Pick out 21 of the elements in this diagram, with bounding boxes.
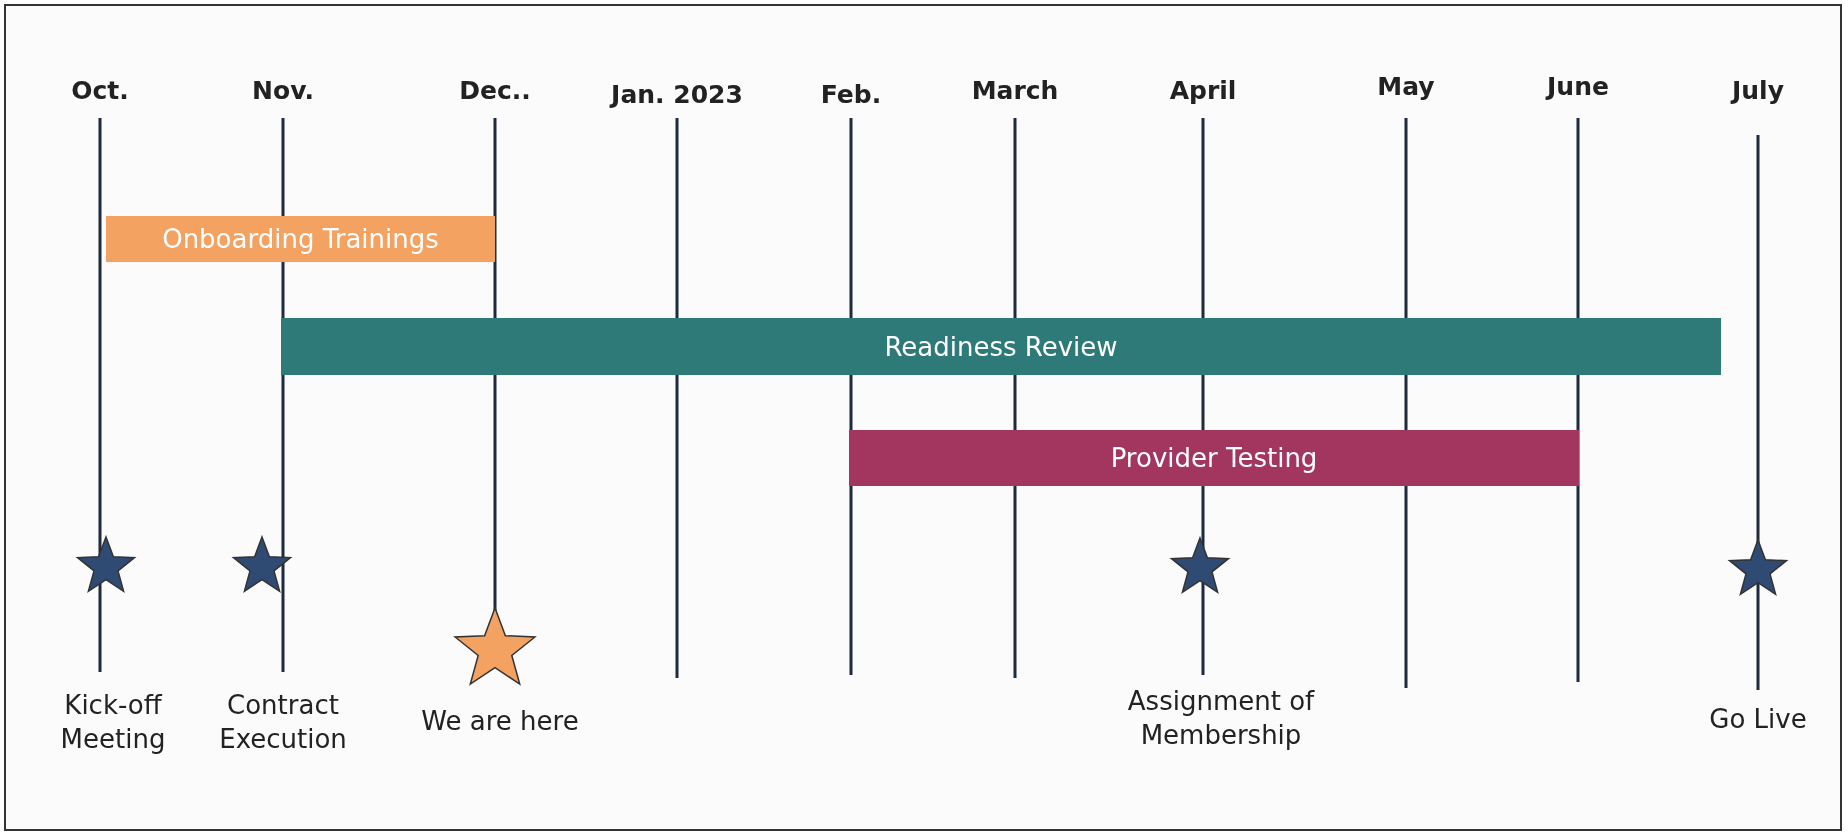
- bar-label: Onboarding Trainings: [162, 224, 439, 254]
- month-label: March: [971, 76, 1059, 105]
- month-label: Jan. 2023: [611, 80, 743, 109]
- bar-label: Provider Testing: [1110, 443, 1318, 473]
- bar-label: Readiness Review: [884, 331, 1118, 362]
- milestone-label: Kick-off Meeting: [59, 689, 167, 756]
- month-label: May: [1377, 72, 1435, 101]
- timeline-bar: [849, 430, 1579, 486]
- milestone-label: Contract Execution: [218, 689, 348, 756]
- milestone-label: We are here: [420, 705, 580, 738]
- month-label: Nov.: [252, 76, 314, 105]
- month-label: July: [1732, 76, 1784, 105]
- month-label: April: [1169, 76, 1237, 105]
- month-label: Feb.: [820, 80, 882, 109]
- timeline-bar: [106, 216, 495, 262]
- month-label: Dec..: [459, 76, 531, 105]
- milestone-label: Go Live: [1708, 703, 1808, 736]
- month-label: June: [1547, 72, 1609, 101]
- timeline-bar: [281, 318, 1721, 375]
- milestone-label: Assignment of Membership: [1126, 685, 1316, 752]
- month-label: Oct.: [71, 76, 129, 105]
